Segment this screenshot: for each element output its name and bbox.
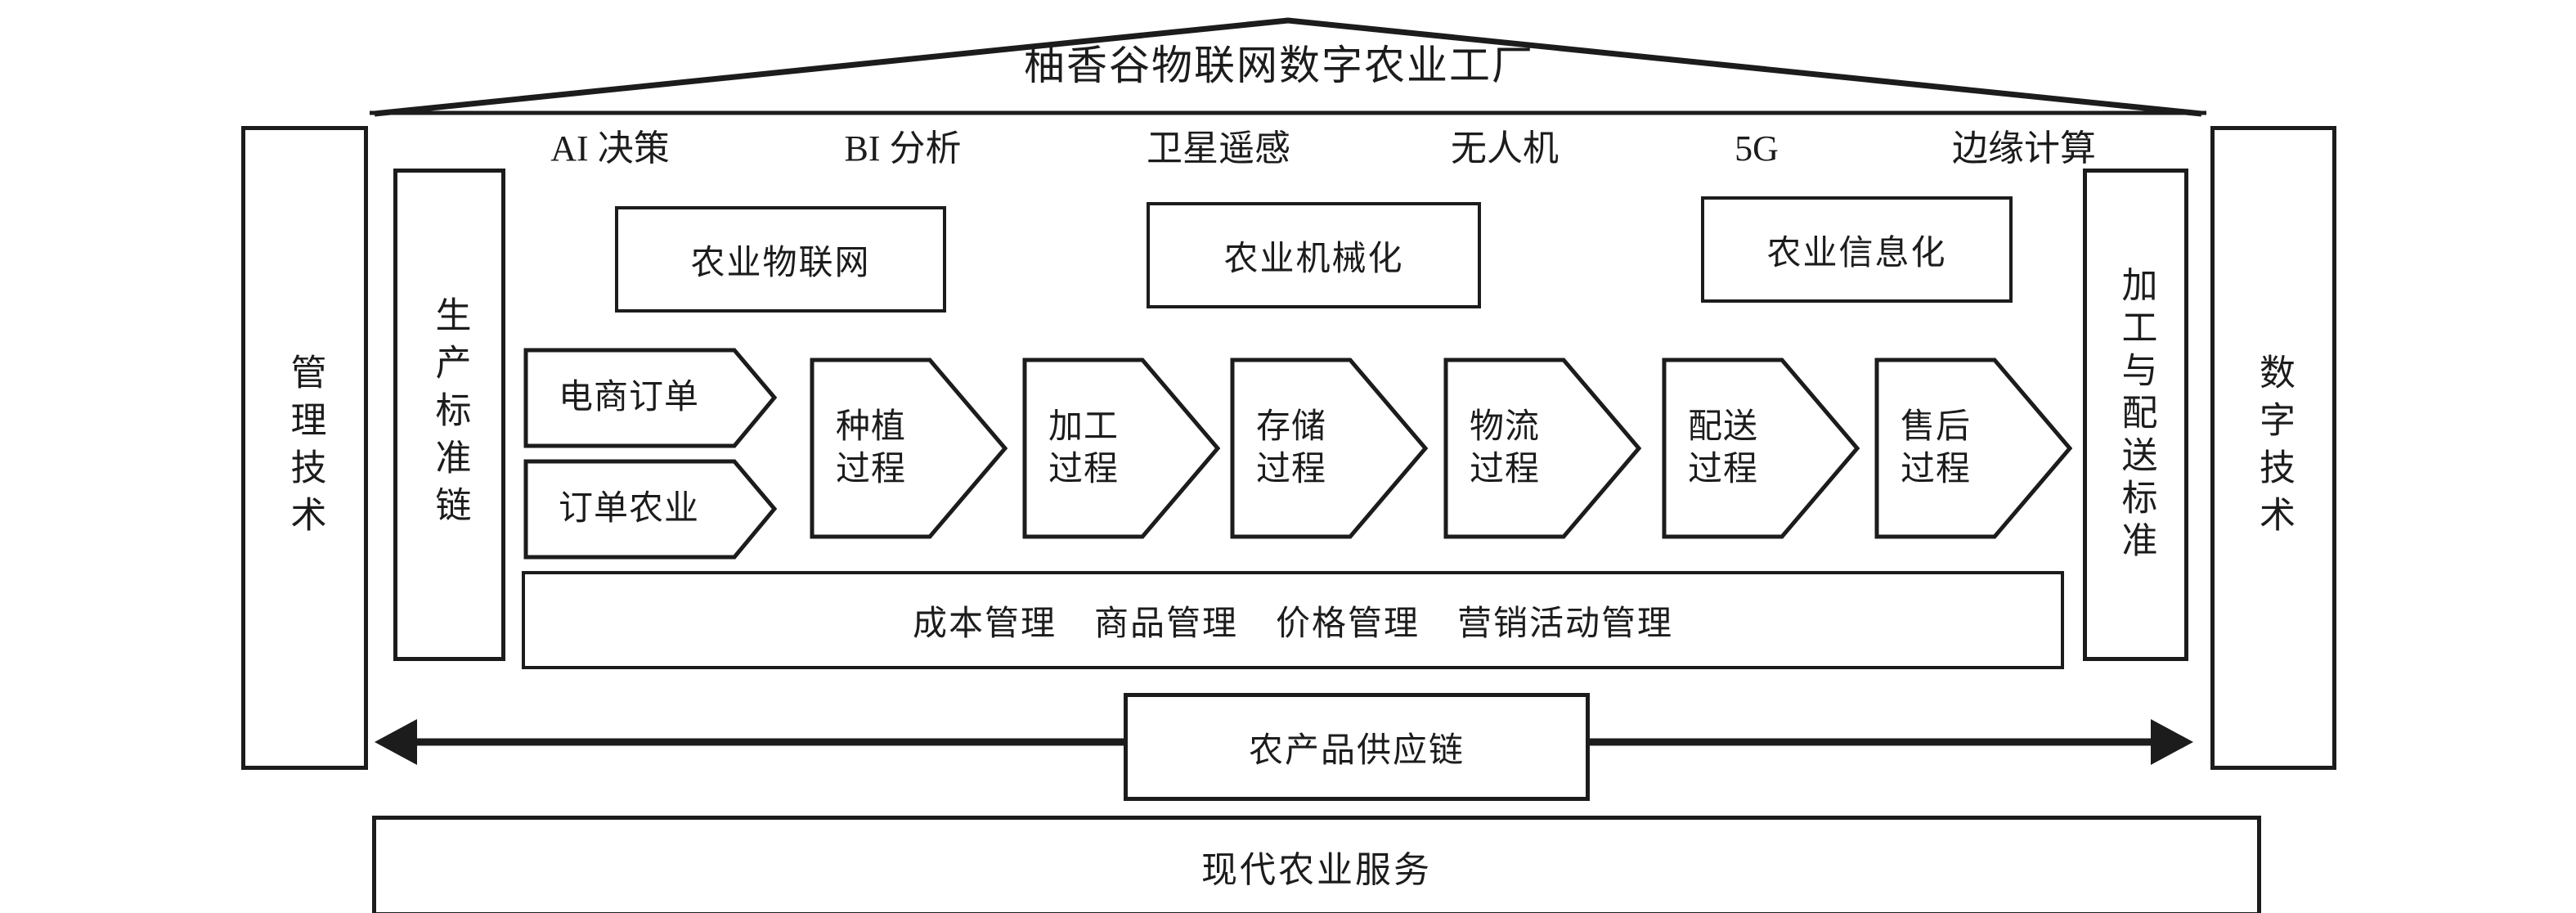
management-item-price: 价格管理 (1276, 605, 1420, 643)
tech-label-5g: 5G (1735, 128, 1779, 169)
panel-label-processing-distribution-standard: 加工与配送标准 (2116, 266, 2156, 564)
factory-roof-outline (370, 17, 2206, 117)
management-strip: 成本管理 商品管理 价格管理 营销活动管理 (522, 571, 2064, 669)
panel-processing-distribution-standard: 加工与配送标准 (2083, 169, 2188, 661)
supply-chain-box: 农产品供应链 (1124, 693, 1590, 801)
stage-arrow-label: 售后 过程 (1900, 407, 1971, 489)
chevron-right-icon (523, 459, 777, 560)
category-box-agri-mechanization: 农业机械化 (1147, 202, 1481, 308)
chevron-right-icon (810, 358, 1008, 539)
input-arrow-ecommerce-orders: 电商订单 (523, 348, 777, 448)
panel-management-technology: 管理技术 (241, 126, 368, 770)
chevron-right-icon (1874, 358, 2072, 539)
chevron-right-icon (523, 348, 777, 448)
panel-label-digital-technology: 数字技术 (2254, 353, 2294, 543)
chevron-right-icon (1443, 358, 1641, 539)
chevron-right-icon (1022, 358, 1220, 539)
panel-digital-technology: 数字技术 (2210, 126, 2336, 770)
stage-arrow-label: 种植 过程 (835, 407, 906, 489)
tech-label-satellite: 卫星遥感 (1147, 128, 1290, 169)
management-item-commodity: 商品管理 (1093, 605, 1238, 643)
category-box-agri-iot: 农业物联网 (615, 206, 946, 313)
management-item-marketing: 营销活动管理 (1457, 605, 1674, 643)
stage-arrow-storage: 存储 过程 (1230, 358, 1428, 539)
panel-label-management-technology: 管理技术 (285, 353, 325, 543)
modern-agriculture-service-label: 现代农业服务 (1201, 849, 1432, 890)
input-arrow-label: 订单农业 (558, 490, 699, 528)
category-label-agri-mechanization: 农业机械化 (1223, 240, 1404, 278)
tech-label-bi-analysis: BI 分析 (844, 128, 962, 169)
stage-arrow-logistics: 物流 过程 (1443, 358, 1641, 539)
diagram-title: 柚香谷物联网数字农业工厂 (1024, 43, 1534, 88)
input-arrow-order-agriculture: 订单农业 (523, 459, 777, 560)
panel-production-standard-chain: 生产标准链 (393, 169, 505, 661)
arrowhead-left-icon (375, 719, 417, 765)
category-box-agri-informatization: 农业信息化 (1701, 196, 2013, 303)
stage-arrow-label: 存储 过程 (1255, 407, 1326, 489)
stage-arrow-after-sales: 售后 过程 (1874, 358, 2072, 539)
panel-label-production-standard-chain: 生产标准链 (429, 296, 470, 533)
stage-arrow-processing: 加工 过程 (1022, 358, 1220, 539)
tech-label-drone: 无人机 (1451, 128, 1559, 169)
tech-label-ai-decision: AI 决策 (550, 128, 670, 169)
stage-arrow-label: 物流 过程 (1469, 407, 1540, 489)
stage-arrow-delivery: 配送 过程 (1662, 358, 1860, 539)
modern-agriculture-service-bar: 现代农业服务 (372, 816, 2261, 913)
supply-chain-label: 农产品供应链 (1248, 731, 1465, 770)
category-label-agri-informatization: 农业信息化 (1766, 234, 1947, 272)
tech-label-edge-computing: 边缘计算 (1952, 128, 2096, 169)
stage-arrow-planting: 种植 过程 (810, 358, 1008, 539)
category-label-agri-iot: 农业物联网 (690, 244, 871, 282)
roof-slope-lines (374, 17, 2202, 117)
chevron-right-icon (1230, 358, 1428, 539)
input-arrow-label: 电商订单 (558, 379, 699, 417)
chevron-right-icon (1662, 358, 1860, 539)
stage-arrow-label: 加工 过程 (1048, 407, 1119, 489)
stage-arrow-label: 配送 过程 (1687, 407, 1758, 489)
arrowhead-right-icon (2151, 719, 2193, 765)
management-item-cost: 成本管理 (912, 605, 1057, 643)
